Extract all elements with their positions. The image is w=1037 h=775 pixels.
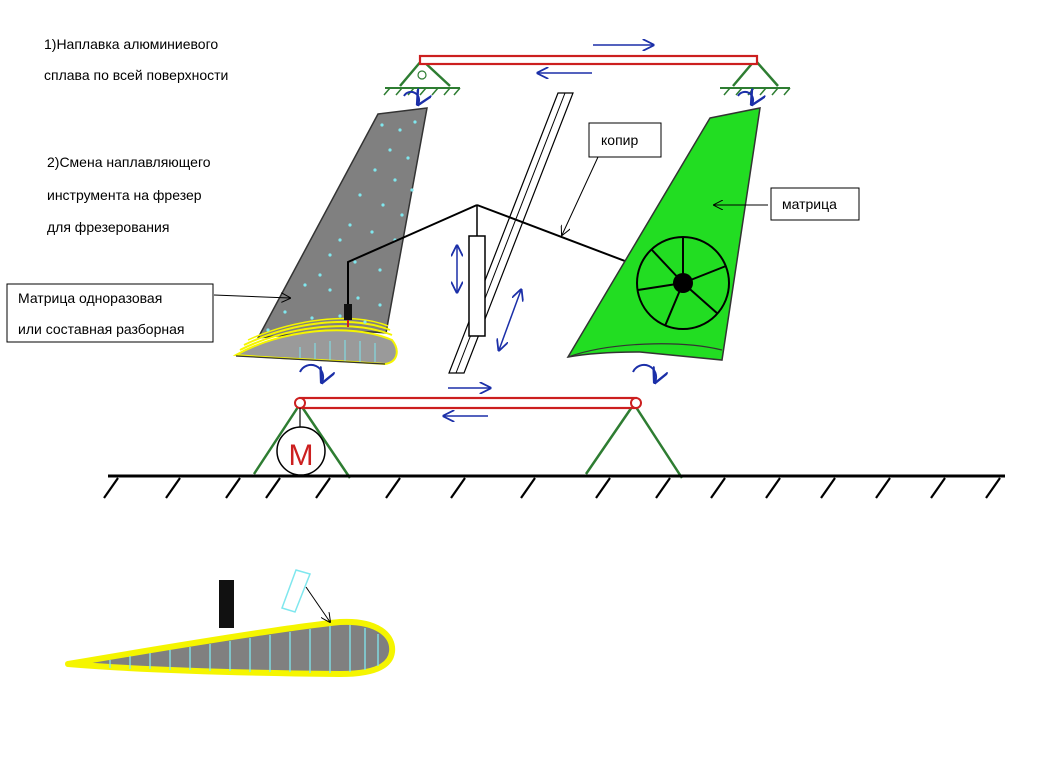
surfacing-dots	[266, 120, 417, 332]
matritsa-label-box	[770, 187, 860, 221]
gray-blade-matrix	[232, 107, 428, 366]
note-step2-line1: 2)Смена наплавляющего	[47, 154, 211, 170]
bottom-frame: M	[252, 363, 684, 479]
kopir-guide	[347, 92, 684, 374]
green-matrix	[566, 107, 761, 361]
kopir-label-box	[588, 122, 662, 158]
matrix-type-pointer	[213, 295, 290, 298]
matrix-type-line1: Матрица одноразовая	[18, 290, 162, 306]
motor-label: M	[289, 439, 314, 472]
matrix-type-line2: или составная разборная	[18, 321, 184, 337]
kopir-label: копир	[601, 132, 638, 148]
note-step2-line3: для фрезерования	[47, 219, 169, 235]
ground	[103, 474, 1005, 499]
blade-cross-section	[65, 569, 396, 677]
top-frame	[383, 45, 791, 104]
note-step2-line2: инструмента на фрезер	[47, 187, 202, 203]
note-step1-line1: 1)Наплавка алюминиевого	[44, 36, 218, 52]
note-step1-line2: сплава по всей поверхности	[44, 67, 228, 83]
matritsa-label: матрица	[782, 196, 837, 212]
kopir-pointer	[562, 156, 599, 235]
matrix-type-box	[6, 283, 214, 343]
